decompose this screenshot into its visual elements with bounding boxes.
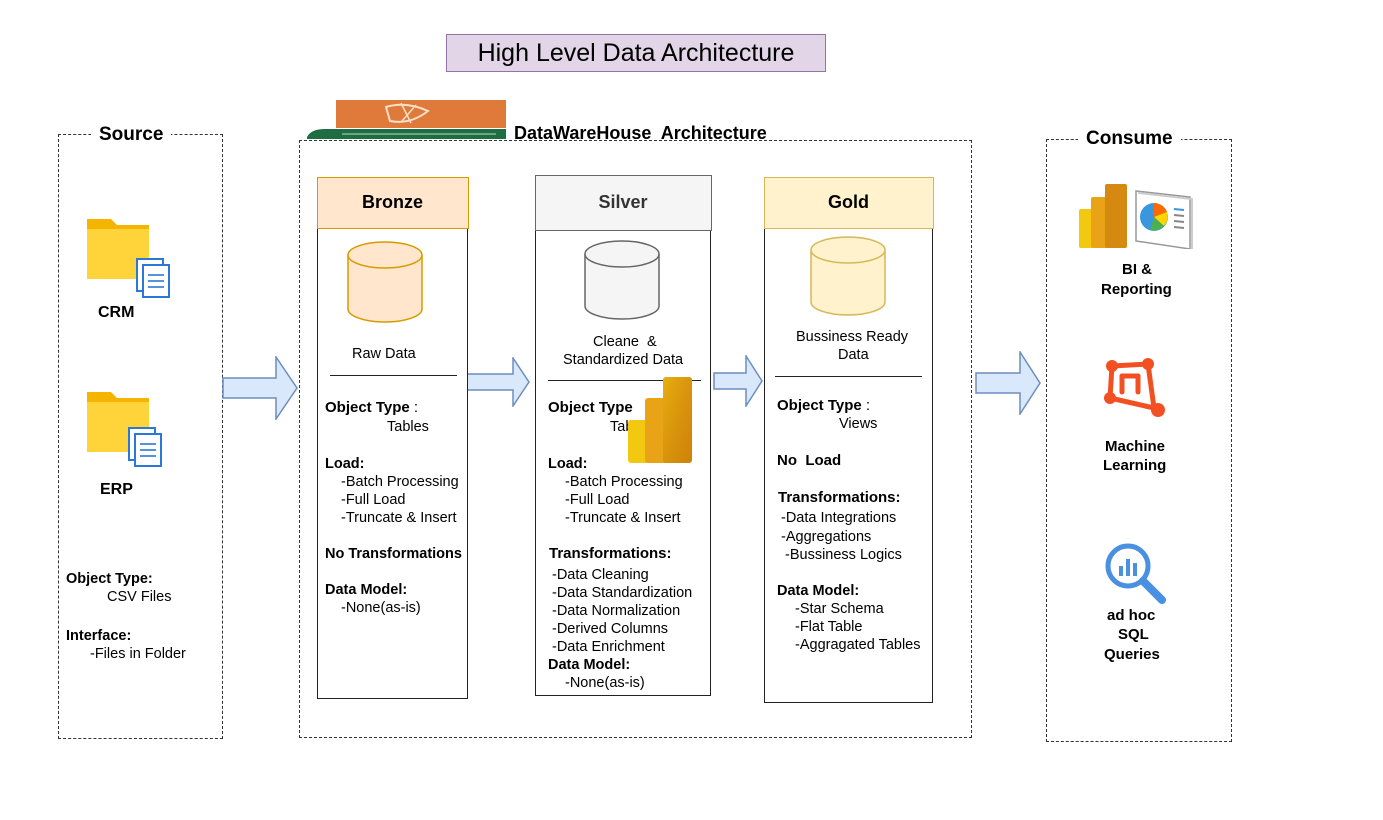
gold-db-caption-1: Bussiness Ready bbox=[796, 329, 909, 345]
silver-load-item: -Full Load bbox=[565, 492, 630, 508]
silver-load-item: -Batch Processing bbox=[565, 474, 683, 490]
ml-label-2: Learning bbox=[1103, 457, 1167, 474]
silver-db-caption-2: Standardized Data bbox=[563, 352, 684, 368]
silver-model-value: -None(as-is) bbox=[565, 675, 645, 691]
source-title: Source bbox=[91, 124, 172, 146]
bronze-transform-label: No Transformations bbox=[325, 546, 462, 562]
silver-load-item: -Truncate & Insert bbox=[565, 510, 681, 526]
gold-object-type-label: Object Type bbox=[777, 397, 862, 414]
sql-server-logo-icon bbox=[307, 100, 506, 139]
bronze-db-caption: Raw Data bbox=[352, 346, 416, 362]
gold-model-item: -Star Schema bbox=[795, 601, 884, 617]
silver-title: Silver bbox=[598, 192, 648, 212]
bi-label-1: BI & bbox=[1122, 261, 1152, 278]
bronze-load-item: -Batch Processing bbox=[341, 474, 459, 490]
erp-folder-icon bbox=[87, 392, 162, 467]
gold-header: Gold bbox=[763, 176, 934, 229]
gold-model-label: Data Model: bbox=[777, 583, 860, 599]
arrow-silver-to-gold bbox=[713, 355, 763, 407]
gold-layer: Gold bbox=[763, 176, 934, 703]
bronze-model-label: Data Model: bbox=[325, 582, 408, 598]
diagram-title: High Level Data Architecture bbox=[446, 34, 826, 72]
machine-learning-icon bbox=[1104, 358, 1165, 417]
sql-label-3: Queries bbox=[1104, 646, 1160, 663]
silver-db-caption-1: Cleane & bbox=[593, 334, 657, 350]
gold-database-icon bbox=[810, 236, 886, 316]
silver-model-label: Data Model: bbox=[548, 657, 631, 673]
sql-query-icon bbox=[1105, 543, 1166, 604]
bronze-title: Bronze bbox=[361, 192, 423, 212]
bronze-load-item: -Truncate & Insert bbox=[341, 510, 457, 526]
bi-reporting-icon bbox=[1079, 184, 1193, 249]
gold-transform-item: -Bussiness Logics bbox=[785, 547, 902, 563]
silver-transform-item: -Derived Columns bbox=[552, 621, 669, 637]
warehouse-panel bbox=[299, 140, 972, 738]
bronze-load-item: -Full Load bbox=[341, 492, 406, 508]
bronze-load-label: Load: bbox=[325, 456, 365, 472]
sql-label-1: ad hoc bbox=[1107, 607, 1156, 624]
gold-transform-item: -Data Integrations bbox=[781, 510, 897, 526]
silver-transform-item: -Data Normalization bbox=[552, 603, 681, 619]
gold-title: Gold bbox=[828, 192, 869, 212]
bi-label-2: Reporting bbox=[1101, 281, 1172, 298]
ml-label-1: Machine bbox=[1105, 438, 1166, 455]
gold-model-item: -Flat Table bbox=[795, 619, 863, 635]
silver-load-label: Load: bbox=[548, 456, 588, 472]
arrow-bronze-to-silver bbox=[466, 357, 530, 407]
erp-label: ERP bbox=[100, 481, 133, 498]
gold-load-label: No Load bbox=[777, 452, 842, 469]
crm-label: CRM bbox=[98, 304, 135, 321]
gold-db-caption-2: Data bbox=[838, 347, 869, 363]
gold-model-item: -Aggragated Tables bbox=[795, 637, 921, 653]
source-interface-label: Interface: bbox=[66, 628, 132, 644]
consume-title: Consume bbox=[1078, 128, 1181, 150]
arrow-source-to-bronze bbox=[222, 356, 298, 420]
gold-transform-item: -Aggregations bbox=[781, 529, 872, 545]
bronze-header: Bronze bbox=[316, 176, 469, 229]
silver-transform-item: -Data Enrichment bbox=[552, 639, 665, 655]
silver-transform-item: -Data Cleaning bbox=[552, 567, 649, 583]
source-interface-value: -Files in Folder bbox=[90, 646, 186, 662]
silver-database-icon bbox=[584, 240, 660, 320]
sql-label-2: SQL bbox=[1118, 626, 1149, 643]
silver-object-type-value: Tab bbox=[610, 419, 634, 435]
gold-object-type-value: Views bbox=[839, 416, 878, 432]
gold-divider bbox=[775, 376, 922, 377]
bronze-object-type-value: Tables bbox=[387, 419, 429, 435]
gold-object-type-colon: : bbox=[865, 397, 871, 414]
silver-object-type-label: Object Type bbox=[548, 399, 633, 416]
bronze-model-value: -None(as-is) bbox=[341, 600, 421, 616]
silver-divider bbox=[548, 380, 701, 381]
arrow-gold-to-consume bbox=[975, 351, 1041, 415]
source-object-type-value: CSV Files bbox=[107, 589, 172, 605]
gold-transform-label: Transformations: bbox=[778, 489, 901, 506]
silver-transform-item: -Data Standardization bbox=[552, 585, 693, 601]
gold-object-type: Object Type : bbox=[777, 397, 870, 415]
silver-header: Silver bbox=[534, 174, 712, 231]
source-object-type-label: Object Type: bbox=[66, 571, 153, 587]
bronze-object-type: Object Type : bbox=[325, 399, 418, 417]
silver-transform-label: Transformations: bbox=[549, 545, 672, 562]
warehouse-title: DataWareHouse Architecture bbox=[514, 123, 767, 143]
bronze-divider bbox=[330, 375, 457, 376]
bronze-object-type-colon: : bbox=[413, 399, 419, 416]
bronze-database-icon bbox=[347, 241, 423, 323]
bronze-object-type-label: Object Type bbox=[325, 399, 410, 416]
powerbi-icon bbox=[628, 377, 692, 463]
crm-folder-icon bbox=[87, 219, 170, 298]
